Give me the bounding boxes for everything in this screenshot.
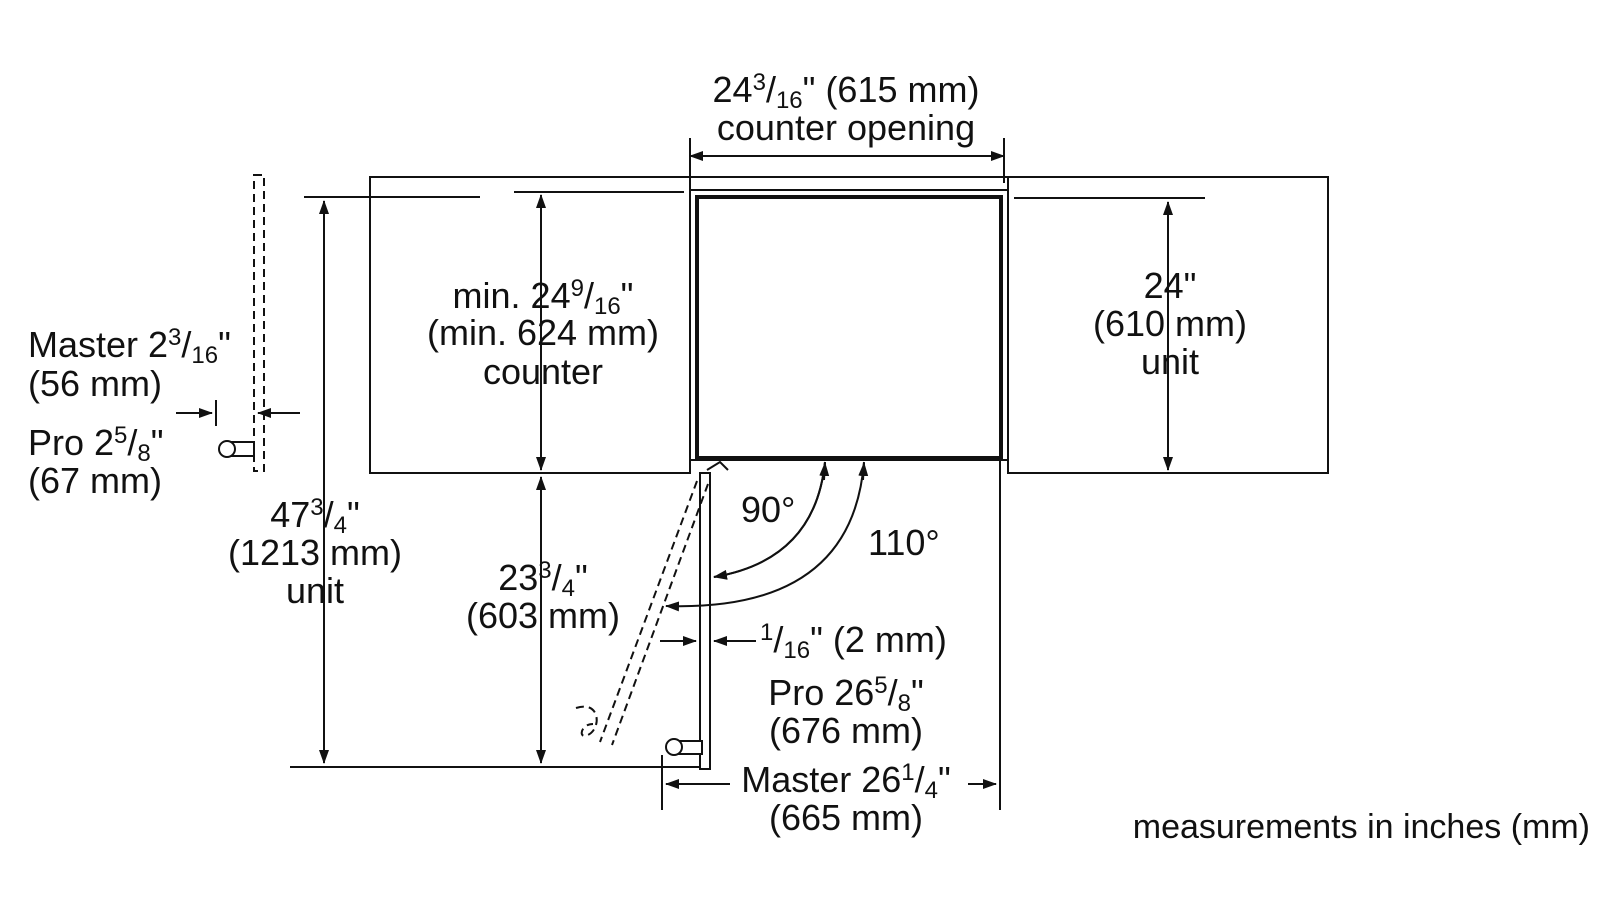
unit-body [689, 189, 1009, 461]
total-depth-dimension: 473/4" [270, 494, 360, 539]
door-depth-dimension: 233/4" [498, 557, 588, 602]
counter-depth-metric: (min. 624 mm) [427, 312, 659, 353]
door-open-90 [699, 460, 729, 770]
total-depth-label: unit [286, 570, 344, 611]
counter-opening-dimension: 243/16" (615 mm) [713, 69, 980, 114]
unit-depth-label: unit [1141, 341, 1199, 382]
handle-offset-master-metric: (56 mm) [28, 363, 162, 404]
angle-arc-heads [819, 462, 869, 481]
side-panel-handle [218, 440, 255, 458]
door-width-master: Master 261/4" [741, 759, 951, 804]
side-panel-dashed [253, 174, 265, 472]
door-depth-metric: (603 mm) [466, 595, 620, 636]
unit-depth-metric: (610 mm) [1093, 303, 1247, 344]
counter-opening-label: counter opening [717, 107, 975, 148]
counter-depth-label: counter [483, 351, 603, 392]
door-handle-bottom [665, 738, 703, 756]
angle-110-label: 110° [868, 522, 940, 563]
door-width-master-metric: (665 mm) [769, 797, 923, 838]
door-width-pro-metric: (676 mm) [769, 710, 923, 751]
handle-offset-master: Master 23/16" [28, 324, 231, 369]
handle-offset-pro: Pro 25/8" [28, 422, 164, 467]
unit-depth-dimension: 24" [1144, 265, 1197, 306]
gap-dimension: 1/16" (2 mm) [760, 619, 947, 664]
door-open-110 [575, 480, 709, 746]
dimension-lines [176, 138, 1205, 810]
measurement-footnote: measurements in inches (mm) [1133, 808, 1590, 846]
handle-offset-pro-metric: (67 mm) [28, 460, 162, 501]
counter-depth-dimension: min. 249/16" [453, 275, 634, 320]
door-width-pro: Pro 265/8" [768, 672, 924, 717]
total-depth-metric: (1213 mm) [228, 532, 402, 573]
angle-90-label: 90° [741, 489, 795, 530]
